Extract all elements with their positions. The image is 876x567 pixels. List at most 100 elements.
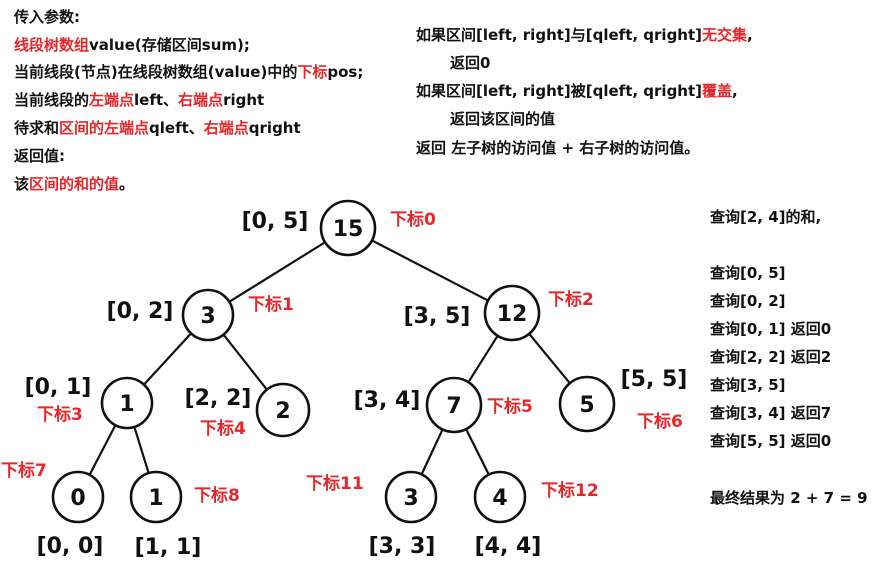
- tree-node-circle: [255, 382, 311, 438]
- return-line-post: 。: [119, 175, 135, 193]
- tree-node-circle: [483, 284, 541, 342]
- tree-node-circle: [51, 470, 105, 524]
- tree-node-circle: [558, 375, 616, 433]
- param-line-4-red1: 区间的左端点: [59, 119, 150, 137]
- tree-node-range: [4, 4]: [475, 534, 542, 559]
- param-line-2-red: 下标: [297, 63, 328, 81]
- tree-node-circle: [129, 470, 183, 524]
- param-line-4: 待求和区间的左端点qleft、右端点qright: [14, 119, 301, 137]
- tree-node-value: 5: [579, 393, 594, 418]
- tree-node-index: 下标4: [200, 418, 246, 439]
- tree-node-circle: [425, 376, 483, 434]
- params-heading: 传入参数:: [14, 8, 80, 26]
- param-line-2: 当前线段(节点)在线段树数组(value)中的下标pos;: [14, 63, 363, 81]
- tree-node-circle: [181, 288, 235, 342]
- tree-node-value: 1: [148, 486, 163, 511]
- tree-node-index: 下标11: [306, 473, 364, 494]
- tree-node-value: 7: [446, 394, 461, 419]
- tree-edge: [143, 332, 192, 386]
- param-line-3-mid: left、: [134, 91, 179, 109]
- param-line-1: 线段树数组value(存储区间sum);: [14, 36, 250, 54]
- tree-node-value: 2: [275, 399, 290, 424]
- query-title: 查询[2, 4]的和,: [710, 208, 822, 226]
- query-result: 最终结果为 2 + 7 = 9: [710, 489, 868, 507]
- tree-node-index: 下标8: [194, 485, 240, 506]
- param-line-3-red1: 左端点: [89, 91, 135, 109]
- query-step: 查询[5, 5] 返回0: [710, 432, 832, 450]
- tree-edge: [467, 335, 499, 383]
- query-step: 查询[3, 4] 返回7: [710, 404, 832, 422]
- rule-1: 如果区间[left, right]与[qleft, qright]无交集,: [416, 26, 753, 44]
- query-step: 查询[0, 1] 返回0: [710, 320, 832, 338]
- tree-node-range: [1, 1]: [135, 535, 202, 560]
- rule-1-red: 无交集: [702, 26, 748, 44]
- return-line-pre: 该: [14, 175, 30, 193]
- tree-node-index: 下标1: [248, 294, 294, 315]
- rule-1-pre: 如果区间[left, right]与[qleft, qright]: [416, 26, 703, 44]
- tree-edge: [222, 333, 268, 391]
- tree-node-range: [5, 5]: [621, 367, 688, 392]
- tree-node-index: 下标12: [541, 480, 599, 501]
- param-line-3-post: right: [223, 91, 265, 109]
- tree-node-value: 1: [119, 392, 134, 417]
- tree-node-value: 3: [200, 304, 215, 329]
- return-line-red: 区间的和的值: [29, 175, 120, 193]
- param-line-4-red2: 右端点: [203, 119, 249, 137]
- rule-2: 如果区间[left, right]被[qleft, qright]覆盖,: [416, 82, 738, 100]
- param-line-1-rest: value(存储区间sum);: [89, 36, 250, 54]
- rule-1-return: 返回0: [450, 54, 491, 72]
- tree-edge: [465, 428, 490, 476]
- tree-node-value: 12: [497, 302, 528, 327]
- tree-node-range: [3, 5]: [404, 304, 471, 329]
- tree-node-circle: [319, 199, 377, 257]
- tree-node-index: 下标6: [637, 411, 683, 432]
- rule-2-pre: 如果区间[left, right]被[qleft, qright]: [416, 82, 703, 100]
- tree-node-value: 4: [492, 486, 507, 511]
- tree-node-circle: [384, 470, 438, 524]
- return-line: 该区间的和的值。: [14, 175, 134, 193]
- return-heading: 返回值:: [14, 147, 65, 165]
- tree-node-value: 15: [333, 217, 364, 242]
- param-line-3-pre: 当前线段的: [14, 91, 90, 109]
- param-line-3: 当前线段的左端点left、右端点right: [14, 91, 264, 109]
- tree-node-range: [3, 3]: [369, 534, 436, 559]
- tree-edge: [371, 239, 489, 302]
- tree-node-value: 0: [70, 486, 85, 511]
- param-line-4-post: qright: [248, 119, 301, 137]
- tree-node-range: [0, 2]: [107, 299, 174, 324]
- tree-node-circle: [100, 376, 154, 430]
- tree-node-range: [0, 5]: [242, 209, 309, 234]
- tree-edge: [420, 428, 444, 475]
- tree-edge: [88, 424, 117, 476]
- tree-edge: [228, 241, 326, 303]
- param-line-1-red: 线段树数组: [14, 36, 90, 54]
- tree-node-index: 下标3: [37, 404, 83, 425]
- rule-2-post: ,: [732, 82, 738, 100]
- tree-node-range: [2, 2]: [185, 386, 252, 411]
- rule-3: 返回 左子树的访问值 + 右子树的访问值。: [416, 139, 700, 157]
- param-line-4-mid: qleft、: [149, 119, 204, 137]
- query-step: 查询[0, 2]: [710, 292, 786, 310]
- tree-node-index: 下标7: [1, 460, 47, 481]
- tree-node-range: [3, 4]: [354, 388, 421, 413]
- tree-node-index: 下标2: [548, 289, 594, 310]
- tree-edge: [528, 333, 571, 384]
- rule-2-red: 覆盖: [702, 82, 733, 100]
- tree-node-index: 下标5: [487, 396, 533, 417]
- param-line-2-pre: 当前线段(节点)在线段树数组(value)中的: [14, 63, 298, 81]
- tree-node-value: 3: [403, 486, 418, 511]
- param-line-3-red2: 右端点: [178, 91, 224, 109]
- tree-node-range: [0, 1]: [25, 375, 92, 400]
- query-step: 查询[3, 5]: [710, 376, 786, 394]
- tree-node-index: 下标0: [390, 209, 436, 230]
- param-line-2-post: pos;: [327, 63, 364, 81]
- rule-1-post: ,: [747, 26, 753, 44]
- query-step: 查询[0, 5]: [710, 264, 786, 282]
- query-step: 查询[2, 2] 返回2: [710, 348, 832, 366]
- tree-node-range: [0, 0]: [37, 534, 104, 559]
- rule-2-return: 返回该区间的值: [450, 110, 556, 128]
- tree-edge: [133, 426, 150, 474]
- param-line-4-pre: 待求和: [14, 119, 60, 137]
- tree-node-circle: [473, 470, 527, 524]
